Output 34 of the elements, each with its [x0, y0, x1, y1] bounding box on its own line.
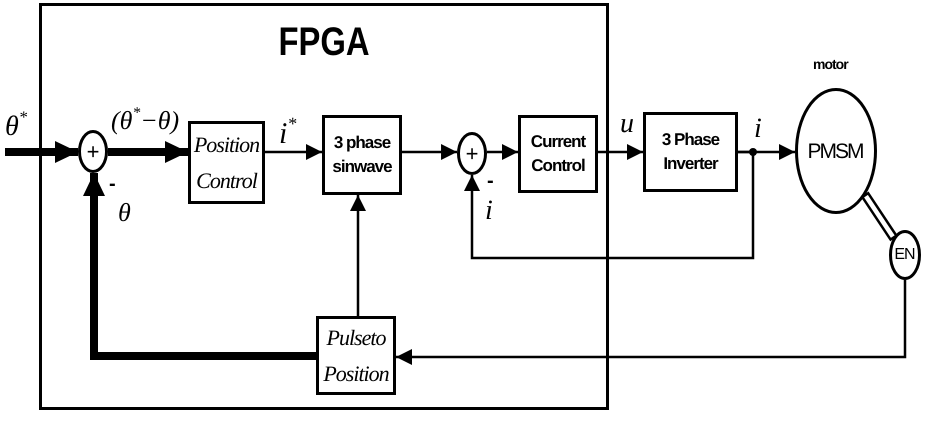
- process-box: [643, 112, 738, 192]
- summing-junction: [457, 132, 487, 175]
- sign-label: -: [487, 171, 494, 191]
- caption-label: motor: [813, 57, 849, 71]
- plus-sign: +: [86, 140, 100, 162]
- process-box: [188, 121, 265, 204]
- process-box: [322, 115, 402, 195]
- edge-label: (θ$^{*}$−θ): [110, 108, 180, 134]
- process-box: [316, 316, 396, 395]
- arrow: [108, 141, 188, 163]
- arrow: [402, 144, 458, 160]
- arrow: [396, 280, 906, 365]
- fpga-block-frame: [39, 3, 609, 410]
- block-title: FPGA: [278, 22, 370, 62]
- summing-junction: [78, 130, 108, 173]
- arrow: [5, 141, 78, 163]
- arrow: [350, 195, 366, 316]
- sign-label: -: [109, 174, 116, 194]
- arrow: [265, 144, 322, 160]
- arrow: [83, 172, 316, 360]
- motor-shaft: [860, 191, 898, 242]
- motor-label: PMSM: [808, 140, 864, 162]
- arrow: [464, 150, 754, 260]
- process-box: [518, 115, 598, 193]
- box-label: 3 phase sinwave: [331, 132, 393, 178]
- arrow: [598, 144, 643, 160]
- box-label: Pulseto Position: [322, 324, 390, 388]
- encoder-shape: [889, 230, 921, 280]
- box-label: Current Control: [530, 131, 587, 177]
- plus-sign: +: [466, 142, 478, 164]
- box-label: 3 Phase Inverter: [660, 129, 720, 175]
- arrow: [486, 144, 518, 160]
- box-label: Position Control: [192, 130, 260, 194]
- encoder-label: EN: [894, 247, 916, 263]
